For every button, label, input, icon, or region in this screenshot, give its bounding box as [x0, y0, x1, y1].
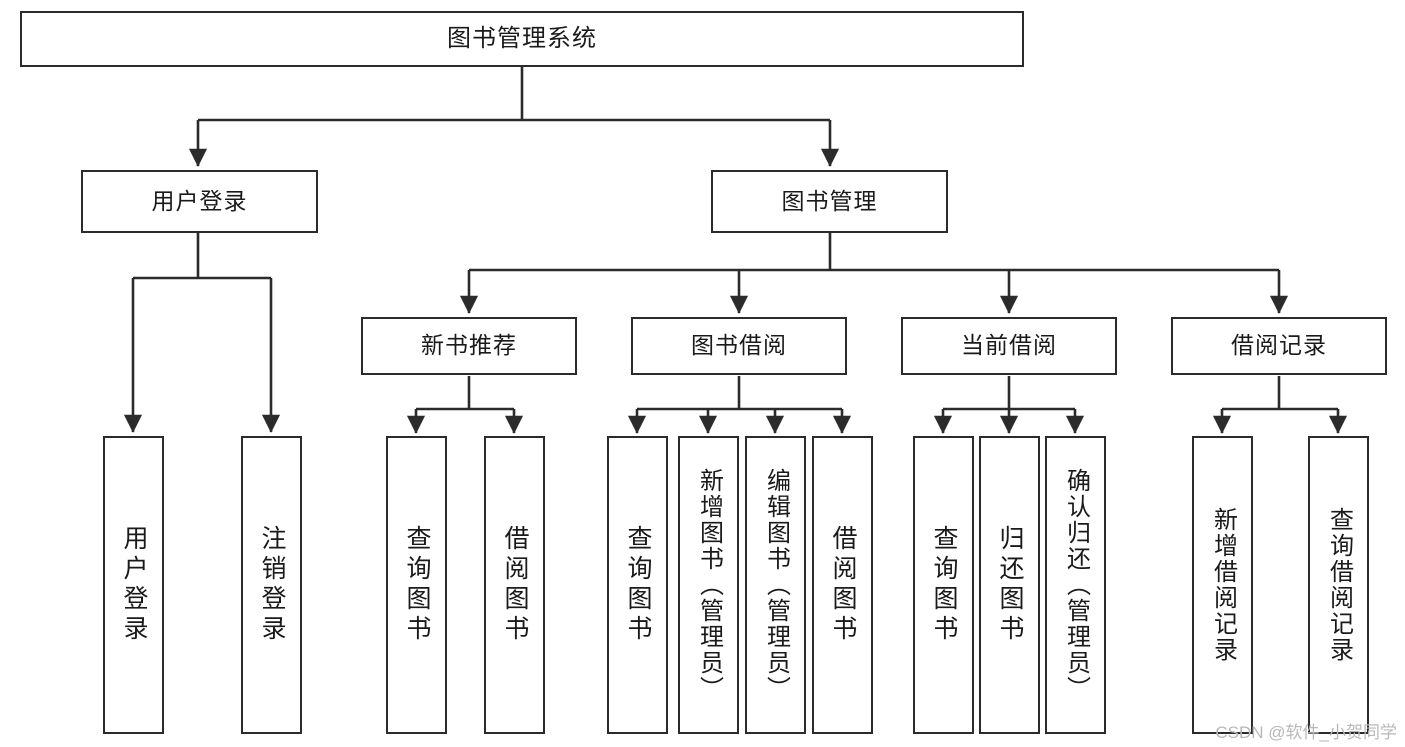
node-label: 确认归还（管理员） — [1062, 468, 1090, 702]
node-borrow-record[interactable]: 借阅记录 — [1171, 317, 1387, 375]
node-label: 当前借阅 — [961, 332, 1057, 359]
node-label: 查询图书 — [930, 525, 958, 645]
node-label: 查询借阅记录 — [1325, 507, 1353, 663]
node-label: 图书借阅 — [691, 332, 787, 359]
node-book-management[interactable]: 图书管理 — [711, 170, 948, 233]
node-leaf-query-borrow-record[interactable]: 查询借阅记录 — [1308, 436, 1369, 734]
node-leaf-borrow-book[interactable]: 借阅图书 — [812, 436, 873, 734]
node-label: 借阅图书 — [829, 525, 857, 645]
node-label: 查询图书 — [624, 525, 652, 645]
node-label: 注销登录 — [258, 525, 286, 645]
node-leaf-logout-login[interactable]: 注销登录 — [241, 436, 302, 734]
node-book-management-system[interactable]: 图书管理系统 — [20, 11, 1024, 67]
node-leaf-query-book-recommend[interactable]: 查询图书 — [386, 436, 447, 734]
node-label: 图书管理系统 — [447, 24, 597, 52]
node-label: 新书推荐 — [421, 332, 517, 359]
node-leaf-add-book[interactable]: 新增图书（管理员） — [678, 436, 739, 734]
node-label: 归还图书 — [996, 525, 1024, 645]
node-leaf-user-login[interactable]: 用户登录 — [103, 436, 164, 734]
node-user-login[interactable]: 用户登录 — [81, 170, 318, 233]
csdn-watermark: CSDN @软件_小贺同学 — [1215, 723, 1397, 742]
node-leaf-add-borrow-record[interactable]: 新增借阅记录 — [1192, 436, 1253, 734]
node-label: 借阅记录 — [1231, 332, 1327, 359]
node-book-borrow[interactable]: 图书借阅 — [631, 317, 847, 375]
node-leaf-query-book-current[interactable]: 查询图书 — [913, 436, 974, 734]
node-label: 新增图书（管理员） — [695, 468, 723, 702]
node-label: 图书管理 — [781, 187, 878, 214]
node-leaf-borrow-book-recommend[interactable]: 借阅图书 — [484, 436, 545, 734]
node-label: 用户登录 — [120, 525, 148, 645]
node-label: 编辑图书（管理员） — [762, 468, 790, 702]
node-label: 查询图书 — [403, 525, 431, 645]
node-leaf-edit-book[interactable]: 编辑图书（管理员） — [745, 436, 806, 734]
node-label: 用户登录 — [151, 187, 248, 214]
node-leaf-query-book-borrow[interactable]: 查询图书 — [607, 436, 668, 734]
node-new-book-recommend[interactable]: 新书推荐 — [361, 317, 577, 375]
node-label: 新增借阅记录 — [1209, 507, 1237, 663]
node-leaf-confirm-return[interactable]: 确认归还（管理员） — [1045, 436, 1106, 734]
node-label: 借阅图书 — [501, 525, 529, 645]
node-current-borrow[interactable]: 当前借阅 — [901, 317, 1117, 375]
node-leaf-return-book[interactable]: 归还图书 — [979, 436, 1040, 734]
